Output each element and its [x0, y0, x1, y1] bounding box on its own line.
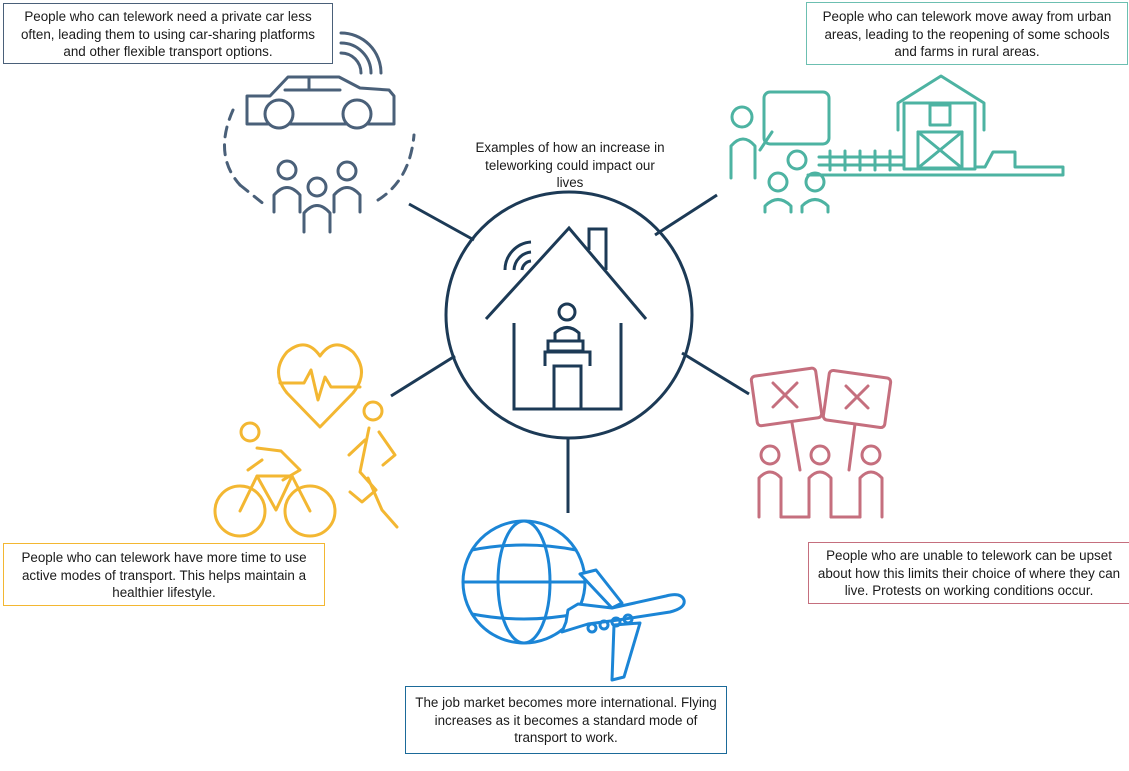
- worker-head: [557, 302, 577, 322]
- signal-icon: [339, 31, 383, 75]
- car-wheel-rear: [341, 98, 373, 130]
- heart-icon: [277, 343, 363, 429]
- center-caption: Examples of how an increase in teleworki…: [475, 140, 665, 190]
- connector-protest: [681, 351, 750, 396]
- car-body: [245, 75, 396, 126]
- cyclist-and-runner-icon: [213, 343, 399, 538]
- sharing-dashed-ring: [223, 108, 242, 187]
- barn: [896, 74, 986, 132]
- international-job-textbox: The job market becomes more internationa…: [405, 686, 727, 754]
- car-sharing-textbox: People who can telework need a private c…: [3, 3, 333, 64]
- connector-car: [408, 202, 475, 242]
- active-transport-textbox: People who can telework have more time t…: [3, 543, 325, 606]
- wifi-icon: [503, 240, 532, 271]
- worker-desk: [546, 339, 585, 353]
- house-door: [552, 364, 583, 409]
- desk-legs: [543, 350, 592, 366]
- house-roof: [484, 225, 648, 321]
- people-group-icon: [272, 159, 362, 234]
- protest-textbox: People who are unable to telework can be…: [808, 542, 1129, 604]
- worker-body: [553, 326, 581, 340]
- globe-and-airplane-icon: [461, 519, 686, 682]
- school-and-farm-icon: [729, 74, 1065, 214]
- connector-rural: [654, 193, 718, 237]
- chalkboard: [762, 90, 831, 146]
- car-wheel-front: [263, 98, 295, 130]
- house-chimney: [587, 227, 608, 270]
- rural-textbox: People who can telework move away from u…: [806, 2, 1128, 65]
- shared-car-icon: [223, 31, 416, 234]
- protest-signs-icon: [749, 366, 893, 519]
- connector-active: [390, 354, 456, 398]
- house-with-remote-worker-icon: [444, 190, 694, 440]
- center-circle: [444, 190, 694, 440]
- house-walls: [512, 323, 623, 411]
- connector-lines: [390, 193, 750, 513]
